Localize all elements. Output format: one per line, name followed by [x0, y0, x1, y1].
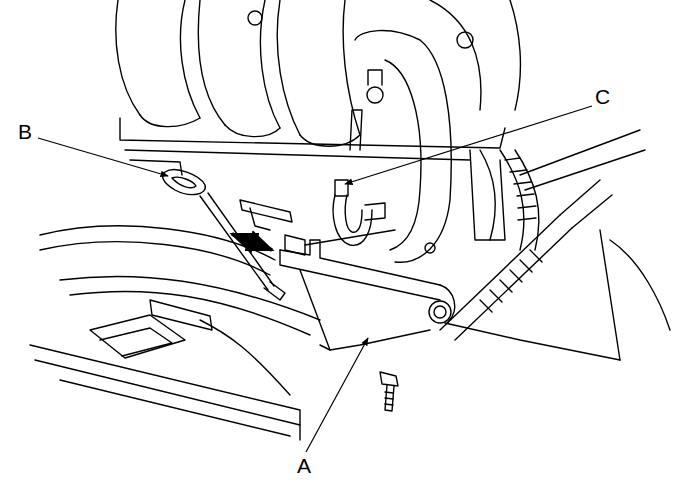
callout-letter: A [296, 455, 312, 476]
breather-hose [240, 110, 395, 255]
hoses [40, 226, 320, 395]
leader-line [345, 106, 592, 184]
leader-line [38, 138, 168, 176]
movement-arrow [232, 234, 272, 250]
bracket [280, 230, 620, 360]
wire-harness [440, 130, 670, 340]
callout-letter: C [594, 86, 611, 107]
dipstick [163, 170, 285, 300]
leader-line [306, 338, 368, 452]
callout-letter: B [17, 121, 33, 142]
engine-cover [30, 315, 300, 440]
intake-manifold [116, 0, 521, 262]
bolt [380, 372, 398, 411]
